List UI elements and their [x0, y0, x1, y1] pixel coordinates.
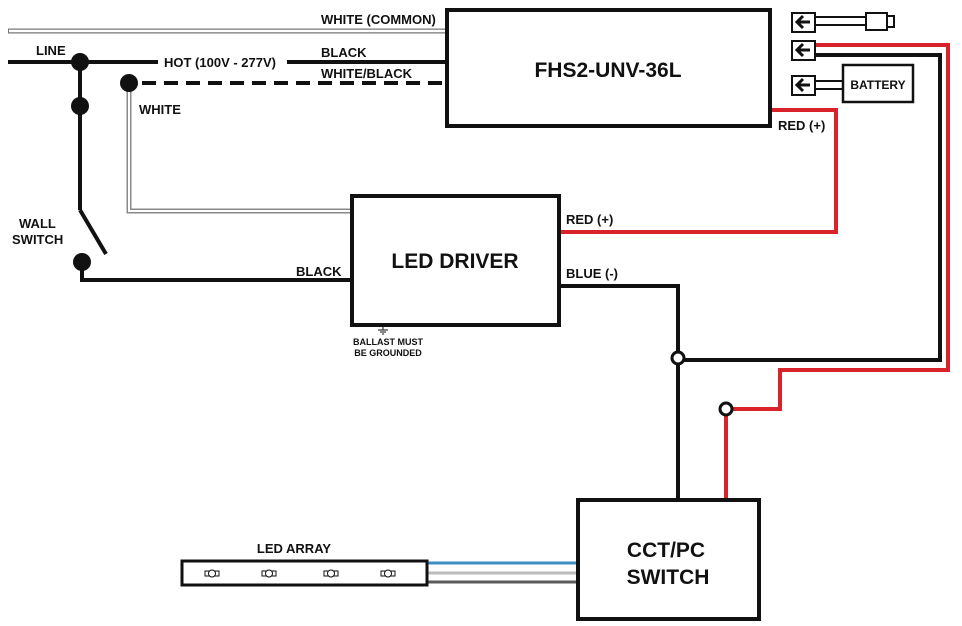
- ground-note-2: BE GROUNDED: [354, 348, 422, 358]
- switch-terminal-dot: [71, 97, 89, 115]
- cct-switch-label-2: SWITCH: [627, 566, 710, 589]
- white-black-label: WHITE/BLACK: [321, 66, 413, 81]
- blue-negative-wire: [559, 284, 680, 352]
- neutral-dot: [120, 74, 138, 92]
- line-label: LINE: [36, 43, 66, 58]
- black-label: BLACK: [321, 45, 367, 60]
- blue-driver-label: BLUE (-): [566, 266, 618, 281]
- battery-box: [841, 63, 915, 104]
- black-battery-wire: [684, 53, 942, 362]
- red-fhs2-label: RED (+): [778, 118, 825, 133]
- fhs2-label: FHS2-UNV-36L: [534, 59, 681, 82]
- led-array-box: [180, 559, 429, 587]
- led-array-label: LED ARRAY: [257, 541, 331, 556]
- red-driver-label: RED (+): [566, 212, 613, 227]
- fhs2-box: [445, 8, 772, 128]
- led-driver-label: LED DRIVER: [391, 250, 518, 273]
- white-label: WHITE: [139, 102, 181, 117]
- red-driver-wire: [559, 108, 838, 234]
- led-icon: [323, 569, 339, 578]
- cct-pc-switch-box: [576, 498, 761, 621]
- arrow-left-connector-icon: [791, 75, 816, 96]
- junction-open: [670, 350, 686, 366]
- arrow-left-connector-icon: [791, 12, 816, 33]
- battery-label: BATTERY: [850, 78, 905, 92]
- arrow-left-connector-icon: [791, 40, 816, 61]
- wall-switch-lever: [78, 208, 108, 256]
- driver-black-wire: [80, 262, 352, 282]
- junction-open: [718, 401, 734, 417]
- led-icon: [204, 569, 220, 578]
- ground-note-1: BALLAST MUST: [353, 337, 423, 347]
- black-driver-label: BLACK: [296, 264, 342, 279]
- plug-icon: [865, 12, 888, 31]
- red-battery-wire: [731, 43, 950, 411]
- hot-label: HOT (100V - 277V): [164, 55, 276, 70]
- wall-switch-label-2: SWITCH: [12, 232, 63, 247]
- wall-switch-label-1: WALL: [19, 216, 56, 231]
- cct-switch-label-1: CCT/PC: [627, 539, 705, 562]
- plug-connector: [815, 12, 895, 31]
- led-icon: [261, 569, 277, 578]
- white-common-label: WHITE (COMMON): [321, 12, 436, 27]
- junction-dot: [71, 53, 89, 71]
- ground-icon: [378, 325, 388, 335]
- led-driver-box: [350, 194, 561, 327]
- white-wire: [126, 83, 352, 214]
- led-icon: [380, 569, 396, 578]
